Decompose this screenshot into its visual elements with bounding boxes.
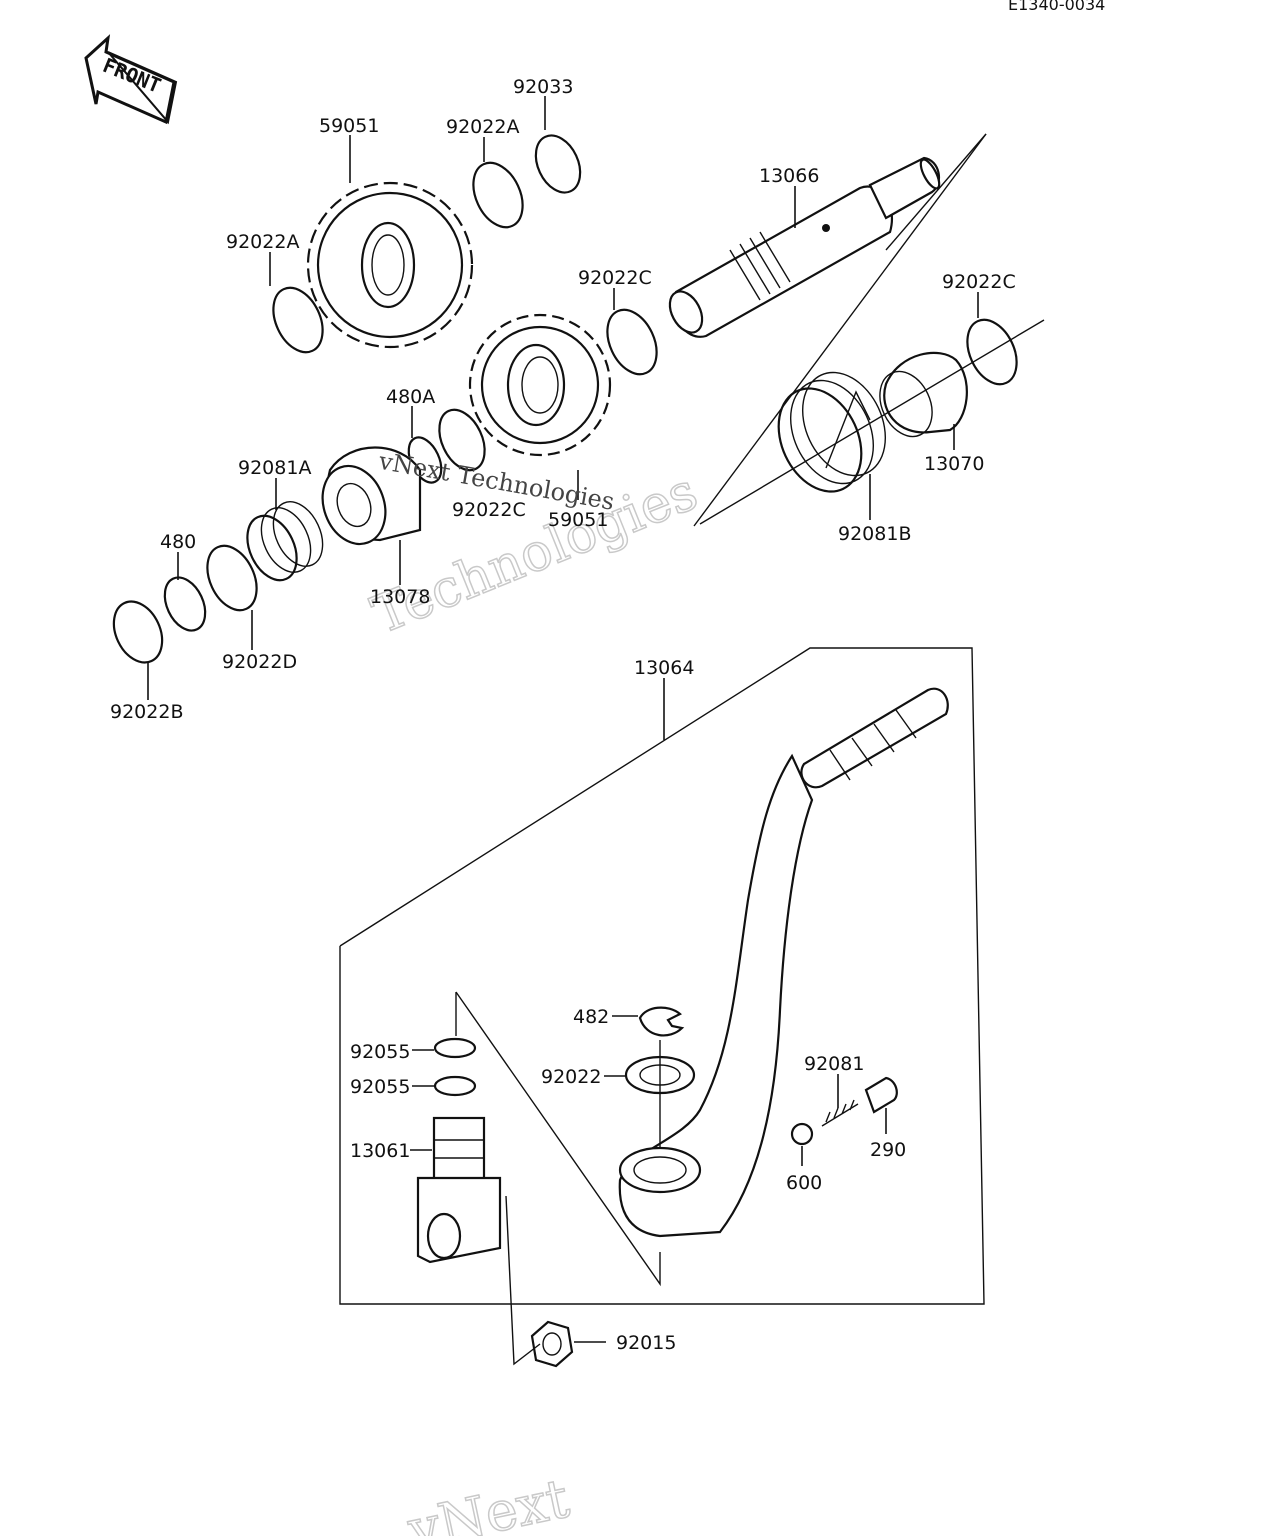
circlip-480	[163, 576, 207, 632]
label-92022C-low: 92022C	[452, 499, 526, 521]
ball-600	[790, 1122, 814, 1146]
circlip-92033	[534, 134, 582, 194]
spring-92081	[821, 1099, 859, 1127]
circlip-482	[638, 1006, 685, 1037]
washer-92022C-mid	[606, 308, 658, 376]
label-13064: 13064	[634, 657, 694, 679]
watermark-brand: vNext	[402, 1466, 575, 1536]
kick-pedal-frame	[339, 647, 985, 1305]
oring-92055-b	[433, 1075, 477, 1097]
washer-92022C-right	[966, 318, 1018, 386]
label-92033: 92033	[513, 76, 573, 98]
spring-92081A	[246, 501, 324, 582]
kick-shaft-13066	[668, 156, 941, 338]
label-92055-b: 92055	[350, 1076, 410, 1098]
part-labels: 92033 59051 92022A 13066 92022A 92022C 9…	[110, 76, 1016, 1354]
label-92015: 92015	[616, 1332, 676, 1354]
washer-92022A-left	[272, 286, 324, 354]
label-59051: 59051	[319, 115, 379, 137]
label-290: 290	[870, 1139, 906, 1161]
label-13070: 13070	[924, 453, 984, 475]
label-92022B: 92022B	[110, 701, 183, 723]
kick-pedal-13064	[618, 687, 949, 1238]
collar-13070	[879, 351, 968, 438]
label-13078: 13078	[370, 586, 430, 608]
label-92081A: 92081A	[238, 457, 311, 479]
label-92081: 92081	[804, 1053, 864, 1075]
label-13066: 13066	[759, 165, 819, 187]
washer-92022A-top	[472, 161, 524, 229]
bolt-290	[864, 1076, 898, 1114]
pivot-13061	[416, 1116, 502, 1264]
label-92055-a: 92055	[350, 1041, 410, 1063]
upper-leaders	[147, 96, 979, 700]
label-480: 480	[160, 531, 196, 553]
label-59051-low: 59051	[548, 509, 608, 531]
spring-92081B	[777, 371, 887, 493]
label-600: 600	[786, 1172, 822, 1194]
label-92022D: 92022D	[222, 651, 297, 673]
label-92022A-top: 92022A	[446, 116, 519, 138]
label-92081B: 92081B	[838, 523, 911, 545]
ratchet-13078	[321, 446, 422, 546]
lower-leaders	[410, 1015, 887, 1343]
label-480A: 480A	[386, 386, 435, 408]
oring-92055-a	[433, 1037, 477, 1059]
front-arrow-icon: FRONT	[84, 34, 178, 125]
nut-92015	[530, 1320, 574, 1368]
gear-59051-lower	[468, 313, 612, 457]
label-482: 482	[573, 1006, 609, 1028]
washer-92022C-low	[438, 408, 486, 472]
watermark: Technologies vNext Technologies vNext	[363, 447, 706, 1536]
gear-59051	[306, 181, 474, 349]
washer-92022D	[206, 544, 258, 612]
label-13061: 13061	[350, 1140, 410, 1162]
label-92022C-mid: 92022C	[578, 267, 652, 289]
label-92022: 92022	[541, 1066, 601, 1088]
diagram-code: E1340-0034	[1008, 0, 1105, 14]
washer-92022B	[112, 600, 164, 664]
label-92022C-right: 92022C	[942, 271, 1016, 293]
label-92022A-left: 92022A	[226, 231, 299, 253]
